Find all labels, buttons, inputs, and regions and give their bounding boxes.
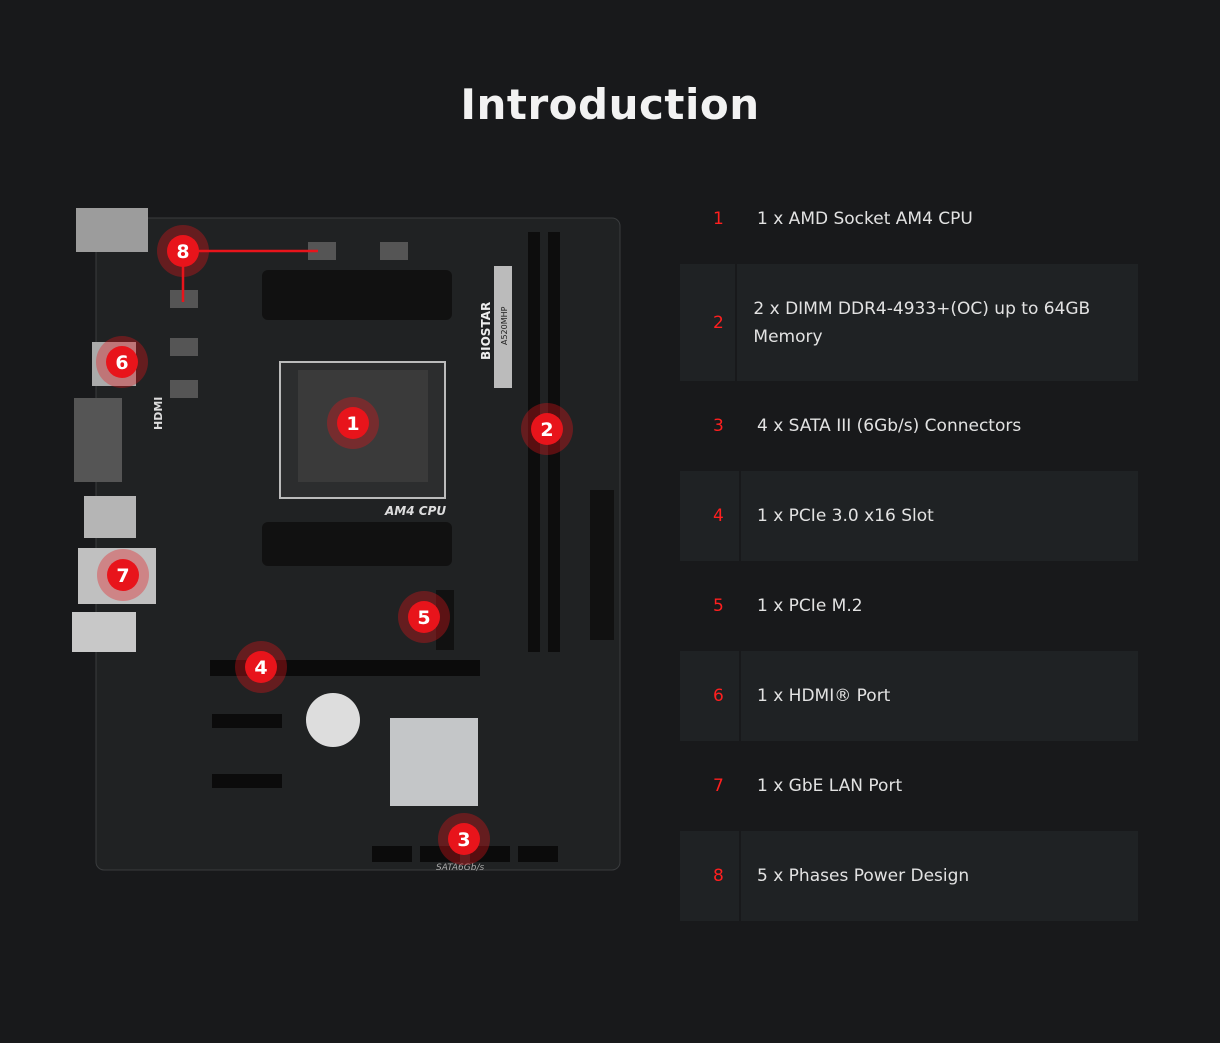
hotspot-number: 4: [254, 657, 267, 679]
feature-text: 1 x HDMI® Port: [757, 686, 891, 706]
hotspot-number: 3: [457, 829, 470, 851]
feature-number: 8: [680, 831, 741, 921]
hotspot-number: 7: [116, 565, 129, 587]
hotspot-marker-2[interactable]: 2: [521, 403, 573, 455]
feature-text: 2 x DIMM DDR4-4933+(OC) up to 64GB Memor…: [753, 298, 1091, 347]
feature-text: 1 x GbE LAN Port: [757, 776, 903, 796]
hotspot-marker-6[interactable]: 6: [96, 336, 148, 388]
feature-row: 8 5 x Phases Power Design: [680, 831, 1138, 921]
model-label: A520MHP: [500, 306, 509, 345]
hotspot-number: 5: [417, 607, 430, 629]
hotspot-marker-7[interactable]: 7: [97, 549, 149, 601]
hotspot-marker-3[interactable]: 3: [438, 813, 490, 865]
hotspot-number: 8: [176, 241, 189, 263]
feature-text: 1 x AMD Socket AM4 CPU: [757, 209, 973, 229]
feature-row: 7 1 x GbE LAN Port: [680, 741, 1138, 831]
feature-number: 6: [680, 651, 741, 741]
feature-list: 1 1 x AMD Socket AM4 CPU 2 2 x DIMM DDR4-4…: [680, 174, 1138, 921]
hotspot-marker-5[interactable]: 5: [398, 591, 450, 643]
hotspot-marker-4[interactable]: 4: [235, 641, 287, 693]
page-title: Introduction: [460, 80, 760, 129]
motherboard-image: AM4 CPU BIOSTAR A520MHP HDMI SATA6Gb/s 1…: [72, 208, 621, 873]
feature-row: 1 1 x AMD Socket AM4 CPU: [680, 174, 1138, 264]
hdmi-label: HDMI: [152, 397, 165, 430]
feature-number: 1: [713, 209, 724, 229]
hotspot-marker-8[interactable]: 8: [157, 225, 209, 277]
sata-label: SATA6Gb/s: [436, 863, 484, 873]
feature-number: 4: [680, 471, 741, 561]
hotspot-marker-1[interactable]: 1: [327, 397, 379, 449]
hotspot-number: 2: [540, 419, 553, 441]
feature-number: 3: [713, 416, 724, 436]
feature-number: 2: [680, 264, 738, 381]
feature-text: 1 x PCIe 3.0 x16 Slot: [757, 506, 934, 526]
feature-text: 1 x PCIe M.2: [757, 596, 863, 616]
hotspot-number: 1: [346, 413, 359, 435]
socket-label: AM4 CPU: [384, 504, 446, 518]
feature-row: 3 4 x SATA III (6Gb/s) Connectors: [680, 381, 1138, 471]
feature-row: 2 2 x DIMM DDR4-4933+(OC) up to 64GB Memo…: [680, 264, 1138, 381]
feature-text: 5 x Phases Power Design: [757, 866, 970, 886]
feature-row: 4 1 x PCIe 3.0 x16 Slot: [680, 471, 1138, 561]
brand-label: BIOSTAR: [479, 302, 493, 360]
feature-row: 5 1 x PCIe M.2: [680, 561, 1138, 651]
feature-row: 6 1 x HDMI® Port: [680, 651, 1138, 741]
feature-number: 7: [713, 776, 724, 796]
feature-number: 5: [713, 596, 724, 616]
feature-text: 4 x SATA III (6Gb/s) Connectors: [757, 416, 1022, 436]
hotspot-number: 6: [115, 352, 128, 374]
